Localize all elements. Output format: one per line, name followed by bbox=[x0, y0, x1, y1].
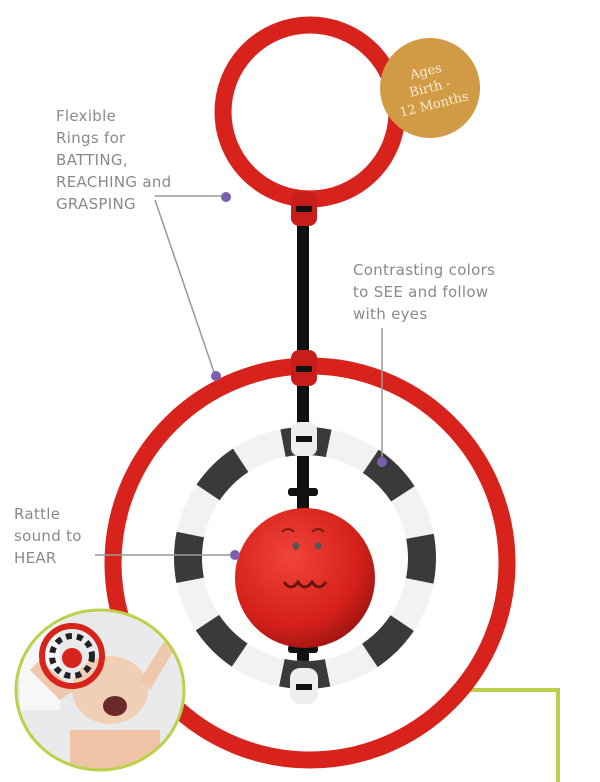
callout-rattle: Rattle sound to HEAR bbox=[14, 503, 82, 569]
callout-line: BATTING, bbox=[56, 151, 128, 169]
callout-line: Contrasting colors bbox=[353, 261, 496, 279]
callout-line: Flexible bbox=[56, 107, 117, 125]
callout-line: sound to bbox=[14, 527, 82, 545]
accent-line bbox=[470, 688, 560, 782]
callout-colors: Contrasting colors to SEE and follow wit… bbox=[353, 259, 495, 325]
callout-line: to SEE and follow bbox=[353, 283, 489, 301]
callout-dots bbox=[211, 192, 387, 560]
callout-rings: Flexible Rings for BATTING, REACHING and… bbox=[56, 105, 172, 215]
callout-line: Rings for bbox=[56, 129, 126, 147]
callout-line: with eyes bbox=[353, 305, 428, 323]
photo-frame bbox=[14, 608, 186, 772]
ball-smile bbox=[282, 579, 328, 589]
callout-line: Rattle bbox=[14, 505, 61, 523]
rattle-ball bbox=[235, 508, 375, 648]
callout-line: GRASPING bbox=[56, 195, 136, 213]
top-ring bbox=[214, 16, 406, 208]
callout-line: HEAR bbox=[14, 549, 57, 567]
baby-photo bbox=[16, 610, 184, 770]
callout-line: REACHING and bbox=[56, 173, 172, 191]
